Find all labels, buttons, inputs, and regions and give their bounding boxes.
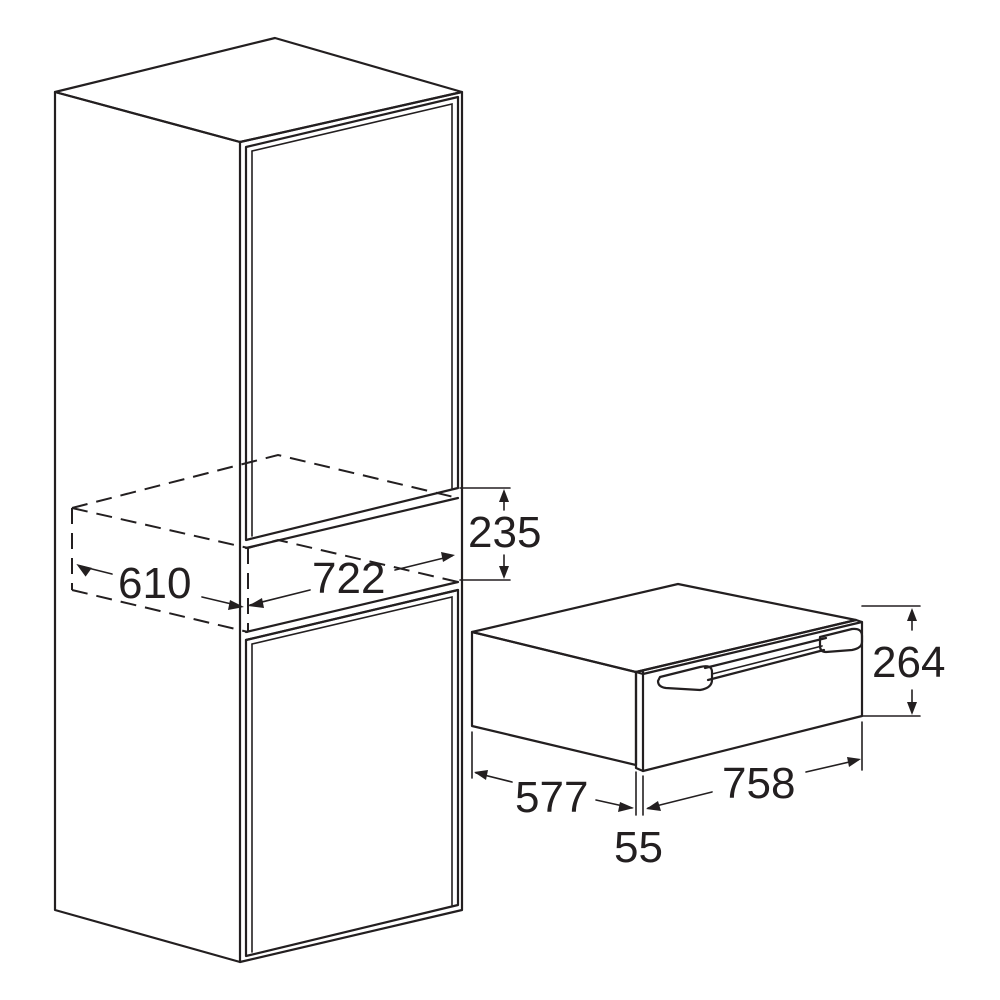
drawer-front [634, 618, 864, 773]
dimension-264: 264 [861, 605, 945, 717]
dim-264-label: 264 [872, 638, 945, 687]
dim-55-label: 55 [614, 823, 663, 872]
dim-758-label: 758 [722, 759, 795, 808]
niche-front-bottom [244, 580, 460, 634]
dimension-235: 235 [459, 487, 541, 581]
dim-610-label: 610 [118, 559, 191, 608]
dim-235-label: 235 [468, 508, 541, 557]
cabinet-side-face [53, 90, 242, 964]
niche-outline [71, 453, 459, 633]
dim-722-label: 722 [312, 554, 385, 603]
drawer-front-top-edge-2 [641, 620, 864, 676]
drawer-handle [656, 627, 864, 692]
cabinet-front-face [238, 90, 464, 964]
drawer-top [470, 582, 858, 674]
dimension-722: 722 [248, 552, 455, 608]
upper-door [244, 95, 460, 542]
drawer-front-top-edge [634, 670, 645, 676]
lower-door [244, 588, 460, 958]
niche-front-top [244, 496, 460, 550]
warming-drawer [470, 582, 864, 773]
cabinet-top-face [53, 36, 464, 144]
dimension-577: 577 [474, 770, 634, 822]
upper-door-edge [251, 102, 453, 489]
tall-cabinet [53, 36, 464, 964]
dimension-758: 758 [646, 757, 861, 811]
drawer-side [470, 630, 638, 767]
dim-577-label: 577 [515, 773, 588, 822]
dimension-610: 610 [76, 559, 244, 610]
lower-door-edge [251, 595, 453, 906]
